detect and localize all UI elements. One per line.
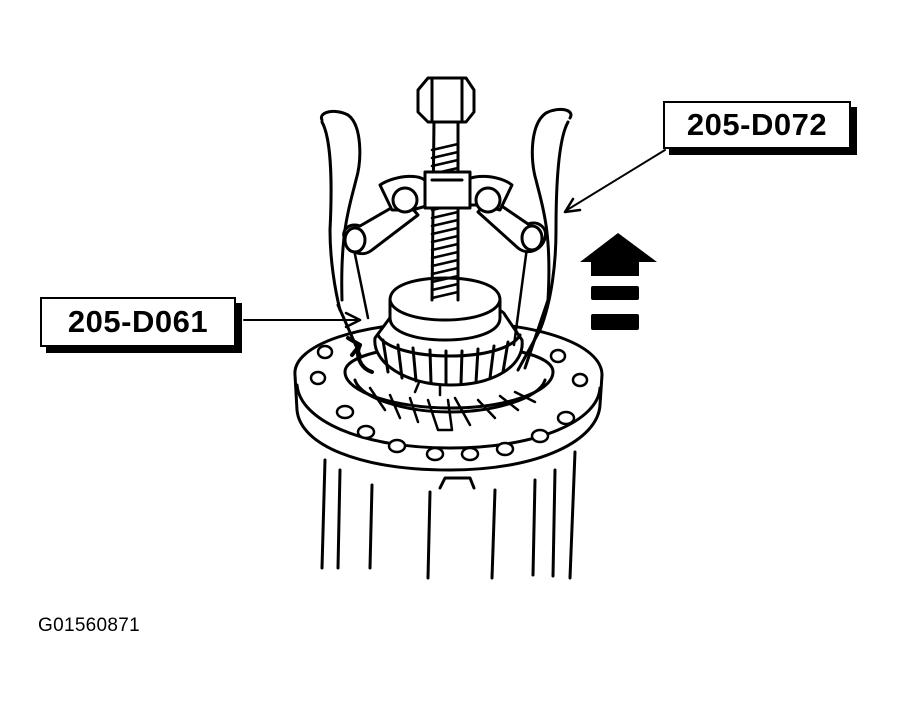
- forcing-screw: [416, 76, 476, 302]
- bearing: [346, 276, 524, 387]
- figure-id-label: G01560871: [38, 615, 141, 636]
- housing-cylinder: [320, 450, 577, 580]
- flange-bolt-holes: [309, 344, 589, 462]
- leader-lines: [243, 149, 666, 329]
- puller-body: [319, 107, 573, 372]
- inner-gear: [368, 378, 537, 432]
- up-arrow-icon: [580, 233, 657, 330]
- callout-tool-205-d072: 205-D072: [663, 101, 851, 149]
- callout-tool-205-d061: 205-D061: [40, 297, 236, 347]
- screw-threads: [430, 142, 460, 300]
